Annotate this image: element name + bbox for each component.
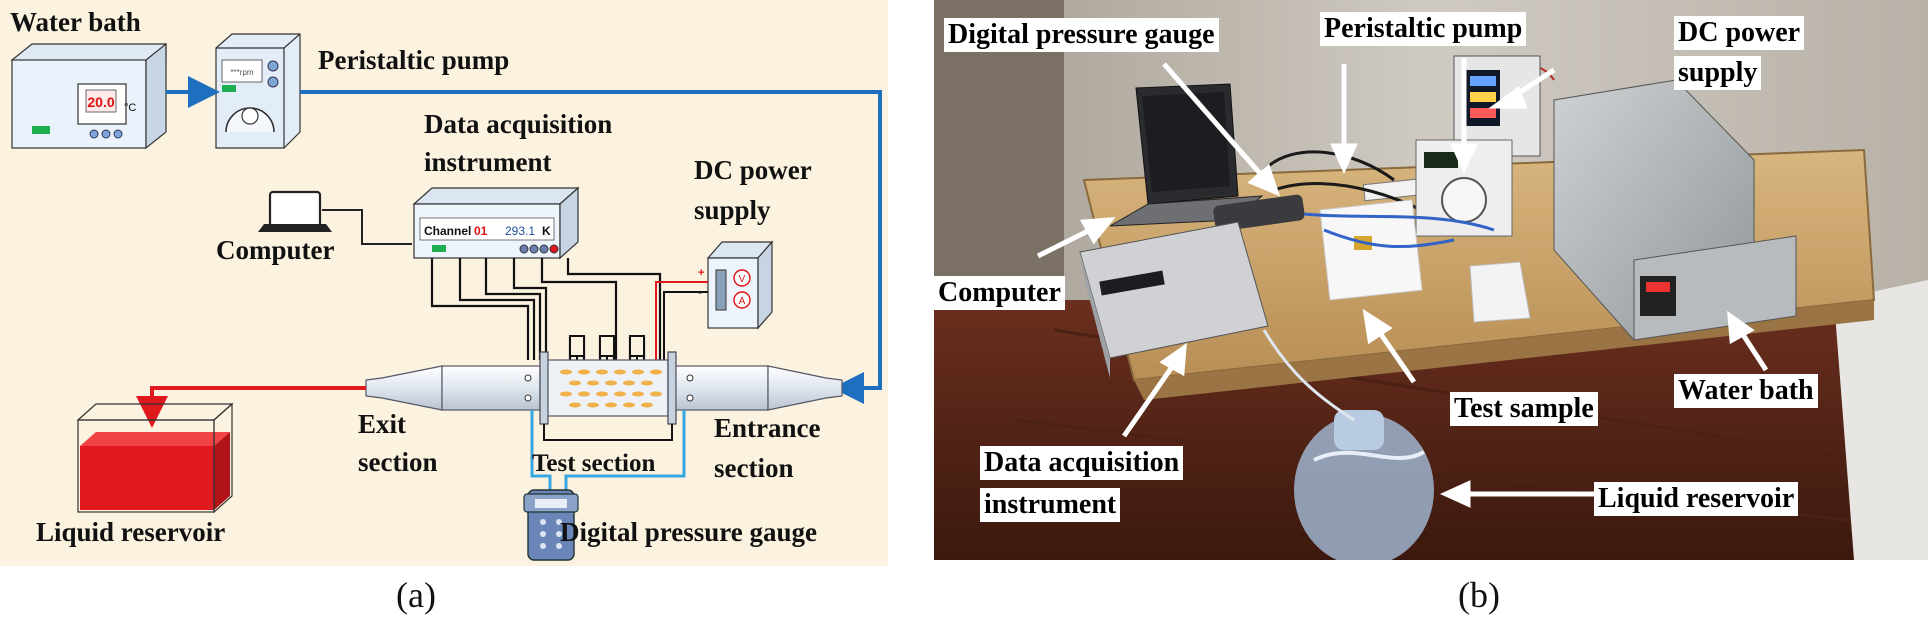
label-dc-power-line2: supply [694,195,771,225]
power-lead-positive [655,281,708,362]
thermocouple-heads [569,335,645,364]
label-entrance-line1: Entrance [714,413,821,443]
computer-device [258,190,412,245]
label-dc-power-line1: DC power [694,155,812,185]
pressure-tube-right [564,410,686,490]
label-peristaltic-pump: Peristaltic pump [318,45,510,75]
photo-label-computer: Computer [934,276,1065,310]
thermocouple-wires [430,258,662,364]
flow-exit-to-reservoir [136,386,366,428]
peristaltic-pump-device: ***rpm [215,33,301,149]
photo-label-digital-pressure-gauge: Digital pressure gauge [944,18,1219,52]
flow-channel [365,351,843,425]
power-lead-negative [663,291,708,362]
label-daq-line2: instrument [424,147,552,177]
water-bath-unit: °C [124,102,136,114]
schematic-panel: 20.0 °C ***rpm [0,0,888,566]
flow-pump-to-entrance [300,90,882,404]
schematic-drawing: 20.0 °C ***rpm [10,33,882,561]
photo-label-test-sample: Test sample [1450,392,1598,426]
photo-label-dc-power-line2: supply [1674,56,1762,90]
daq-reading-value: 293.1 [505,224,535,238]
dc-power-supply-device: V A + - [698,240,774,330]
dc-plus-label: + [698,267,704,279]
daq-channel-value: 01 [474,224,488,238]
label-digital-pressure-gauge: Digital pressure gauge [560,517,818,547]
label-computer: Computer [216,235,335,265]
photo-label-peristaltic-pump: Peristaltic pump [1320,12,1527,46]
water-bath-display: 20.0 [87,94,114,110]
pump-display: ***rpm [230,68,253,77]
daq-device: Channel 01 293.1 K [412,186,580,260]
photo-label-water-bath: Water bath [1674,374,1818,408]
label-test-section: Test section [532,450,656,477]
pressure-tube-left [530,410,552,490]
dc-amp-label: A [739,296,746,307]
label-exit-line2: section [358,447,438,477]
label-water-bath: Water bath [10,7,141,37]
photo-label-daq-line2: instrument [980,488,1121,522]
annotation-arrows [1036,58,1769,508]
label-entrance-line2: section [714,453,794,483]
photo-label-daq-line1: Data acquisition [980,446,1184,480]
caption-a: (a) [396,575,436,615]
photo-label-dc-power-line1: DC power [1674,16,1805,50]
test-section-bracket [543,424,673,441]
label-exit-line1: Exit [358,409,407,439]
daq-channel-label: Channel [424,224,471,238]
liquid-reservoir-device [76,402,234,514]
water-bath-device: 20.0 °C [10,42,167,150]
label-liquid-reservoir: Liquid reservoir [36,517,226,547]
digital-pressure-gauge-device [523,489,579,561]
test-sample-fins [560,369,662,408]
photo-label-liquid-reservoir: Liquid reservoir [1594,482,1799,516]
label-daq-line1: Data acquisition [424,109,613,139]
dc-volt-label: V [739,274,746,285]
caption-b: (b) [1458,575,1500,615]
daq-reading-unit: K [542,224,551,238]
photo-panel: Digital pressure gauge Peristaltic pump … [934,0,1928,560]
